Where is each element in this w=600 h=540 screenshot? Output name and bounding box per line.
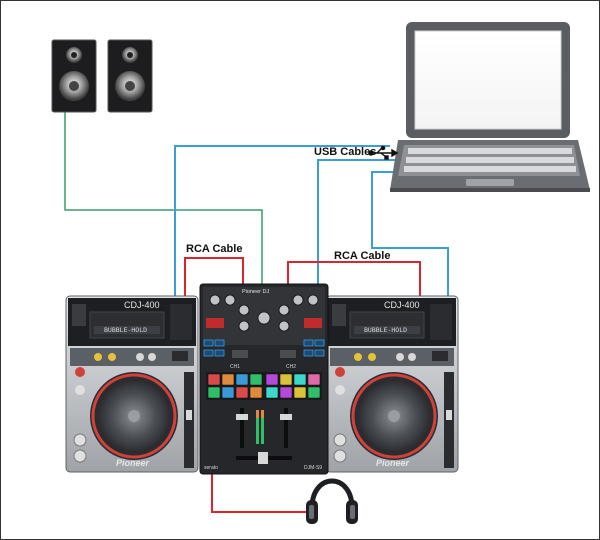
cdj-right-model: CDJ-400	[384, 300, 420, 310]
cdj-right	[325, 295, 459, 473]
usb-cable-mixer	[317, 159, 398, 292]
usb-cables-label: USB Cables	[314, 146, 377, 158]
rca-cables	[184, 257, 421, 513]
usb-cable-left-player	[174, 145, 390, 298]
channel-faders	[236, 408, 292, 448]
cdj-left-model: CDJ-400	[124, 300, 160, 310]
mixer-partner-logo: serato	[204, 465, 218, 471]
mixer-brand: Pioneer DJ	[242, 289, 269, 295]
cdj-right-brand: Pioneer	[376, 458, 410, 468]
mixer-ch1-label: CH1	[230, 364, 240, 370]
crossfader	[236, 452, 292, 464]
speaker-right	[107, 39, 153, 113]
mixer-model: DJM-S9	[304, 465, 322, 471]
mixer	[199, 283, 329, 475]
rca-cable-left	[184, 257, 244, 298]
speaker-left	[51, 39, 97, 113]
speaker-cable	[64, 108, 263, 285]
usb-icon	[368, 145, 399, 160]
headphone-cable	[211, 472, 308, 513]
cdj-right-display: BUBBLE-HOLD	[364, 326, 407, 334]
laptop	[390, 22, 590, 192]
usb-cables	[174, 145, 449, 298]
cdj-left-brand: Pioneer	[116, 458, 150, 468]
rca-cable-right-label: RCA Cable	[334, 250, 391, 262]
cdj-left-display: BUBBLE-HOLD	[104, 326, 147, 334]
cdj-left	[65, 295, 199, 473]
mixer-ch2-label: CH2	[286, 364, 296, 370]
performance-pads	[207, 373, 321, 399]
laptop-keyboard	[404, 148, 576, 172]
mixer-knobs	[209, 294, 319, 332]
rca-cable-left-label: RCA Cable	[186, 243, 243, 255]
headphones-icon	[306, 478, 358, 524]
rca-cable-right	[287, 261, 421, 298]
usb-cable-right-player	[371, 171, 449, 298]
mixer-fx-buttons	[203, 339, 325, 357]
